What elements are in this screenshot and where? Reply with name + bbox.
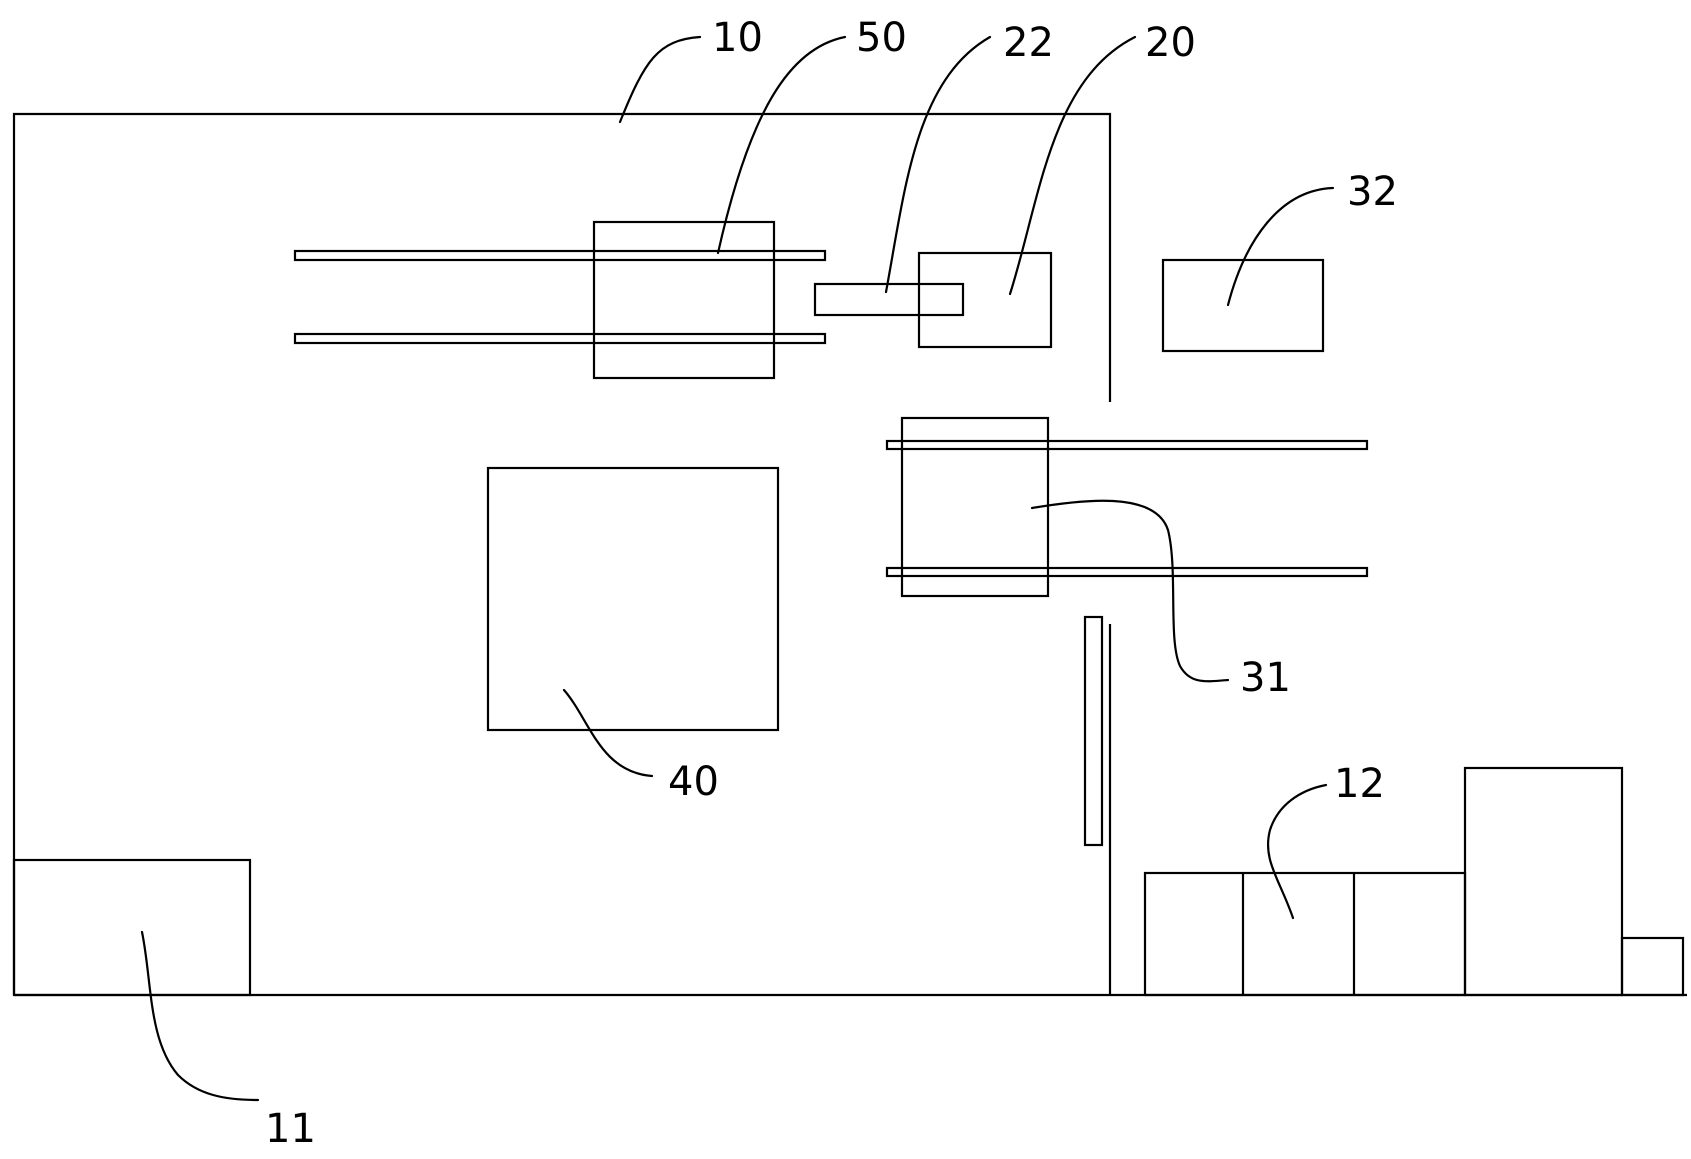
component-12-base — [1143, 871, 1467, 997]
housing-outline-upper — [12, 112, 1112, 995]
label-32: 32 — [1347, 169, 1398, 215]
upper-rail-top — [293, 249, 827, 262]
leader-40 — [562, 688, 654, 778]
component-12-group — [1143, 766, 1685, 997]
label-10: 10 — [712, 15, 763, 61]
leader-lines — [140, 35, 1335, 1102]
middle-rail-bottom — [885, 566, 1369, 578]
component-20 — [917, 251, 1053, 349]
leader-32 — [1226, 186, 1335, 307]
housing-10 — [12, 112, 1687, 997]
leader-31 — [1030, 499, 1230, 683]
slider-31 — [900, 416, 1050, 598]
component-32 — [1161, 258, 1325, 353]
slider-50 — [592, 220, 776, 380]
label-31: 31 — [1240, 655, 1291, 701]
component-12-foot — [1620, 936, 1685, 997]
upper-rail-assembly — [293, 220, 827, 380]
arm-22 — [813, 282, 965, 317]
upper-rail-bottom — [293, 332, 827, 345]
middle-rail-top — [885, 439, 1369, 451]
door-bar — [1083, 615, 1104, 847]
label-12: 12 — [1334, 761, 1385, 807]
component-12-tower — [1463, 766, 1624, 997]
label-20: 20 — [1145, 20, 1196, 66]
component-11 — [12, 858, 252, 997]
leader-22 — [884, 35, 992, 294]
leader-20 — [1008, 35, 1137, 296]
label-50: 50 — [856, 15, 907, 61]
leader-10 — [618, 35, 702, 124]
label-22: 22 — [1003, 20, 1054, 66]
component-40 — [486, 466, 780, 732]
middle-rail-assembly — [885, 416, 1369, 598]
label-11: 11 — [265, 1106, 316, 1152]
leader-50 — [716, 35, 847, 255]
reference-numerals: 10 50 22 20 32 31 40 12 11 — [265, 15, 1398, 1152]
leader-12 — [1266, 783, 1328, 920]
leader-11 — [140, 930, 260, 1102]
label-40: 40 — [668, 759, 719, 805]
